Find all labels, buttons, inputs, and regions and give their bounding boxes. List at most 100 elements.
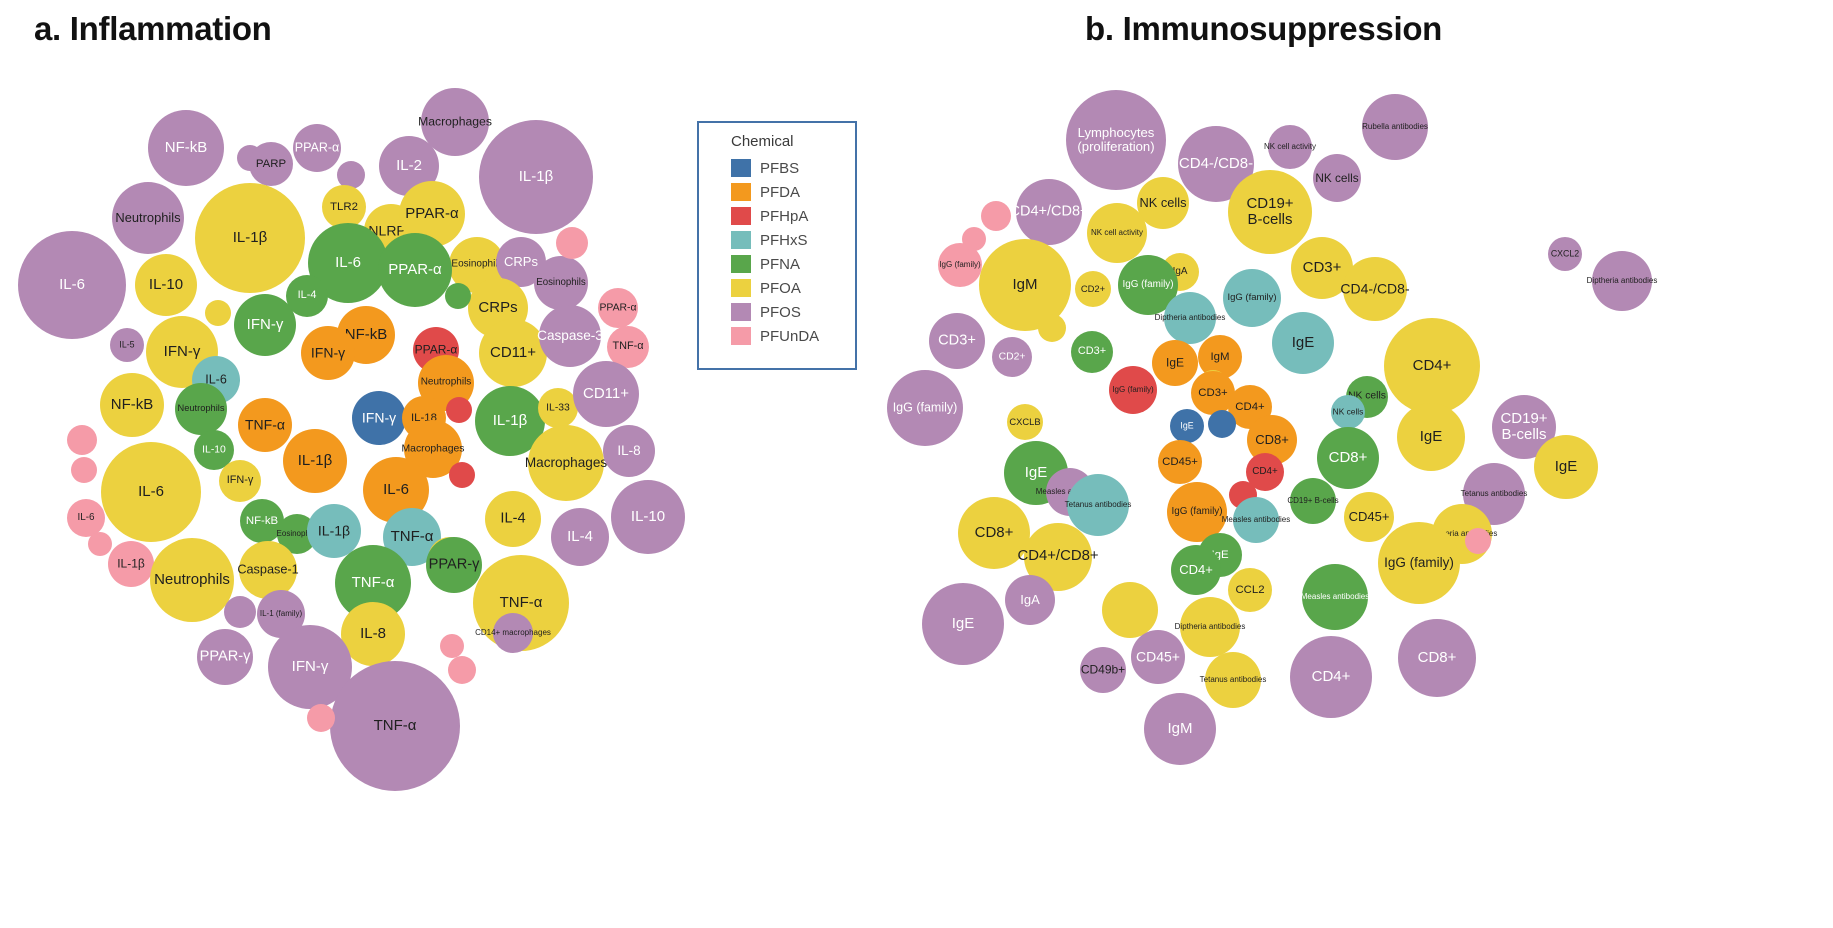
bubble [402, 396, 446, 440]
bubble-label: Tetanus antibodies [1460, 488, 1528, 498]
bubble-label: CD19+ B-cells [1246, 195, 1294, 228]
bubble-label: PPAR-α [388, 261, 442, 279]
panel-a-title: a. Inflammation [34, 10, 272, 47]
bubble-label: IL-33 [546, 402, 570, 414]
legend-item-pfoa[interactable]: PFOA [731, 276, 855, 300]
bubble [1492, 395, 1556, 459]
bubble-label: IgE [1024, 464, 1048, 482]
bubble-label: IgM [1167, 720, 1193, 738]
bubble-label: Neutrophils [115, 210, 181, 226]
bubble [195, 183, 305, 293]
bubble [1228, 568, 1272, 612]
bubble [148, 110, 224, 186]
bubble-label: CD4-/CD8- [1178, 155, 1254, 173]
bubble [337, 306, 395, 364]
bubble-label: IL-10 [148, 276, 184, 294]
bubble [551, 508, 609, 566]
bubble [938, 243, 982, 287]
bubble-label: IL-5 [119, 339, 135, 350]
bubble [1144, 693, 1216, 765]
bubble [962, 227, 986, 251]
bubble [399, 181, 465, 247]
bubble-label: NF-kB [110, 396, 154, 414]
bubble [1102, 582, 1158, 638]
legend-item-pfbs[interactable]: PFBS [731, 156, 855, 180]
bubble [364, 204, 418, 258]
bubble [18, 231, 126, 339]
bubble [192, 356, 240, 404]
bubble [238, 398, 292, 452]
bubble [1191, 371, 1235, 415]
bubble [1272, 312, 1334, 374]
bubble [448, 656, 476, 684]
bubble-label: IL-6 [335, 254, 361, 272]
legend-label: PFHpA [760, 207, 809, 225]
bubble [475, 386, 545, 456]
legend-item-pfhpa[interactable]: PFHpA [731, 204, 855, 228]
legend-label: PFHxS [760, 231, 808, 249]
bubble [240, 499, 284, 543]
bubble [71, 457, 97, 483]
bubble-label: CD8+ [1417, 649, 1457, 667]
bubble-label: TNF-α [245, 416, 285, 433]
legend-label: PFOS [760, 303, 801, 321]
bubble-label: Caspase-1 [237, 562, 299, 577]
bubble [611, 480, 685, 554]
bubble [1228, 385, 1272, 429]
bubble [1344, 492, 1394, 542]
bubble-label: IgG (family) [939, 259, 981, 269]
bubble [1038, 314, 1066, 342]
bubble-label: IgA [1172, 265, 1188, 277]
bubble-label: Neutrophils [420, 376, 472, 388]
bubble [378, 233, 452, 307]
bubble-label: Tetanus antibodies [1199, 674, 1267, 684]
bubble [135, 254, 197, 316]
bubble [1137, 177, 1189, 229]
bubble [573, 361, 639, 427]
bubble [100, 373, 164, 437]
legend-item-pfda[interactable]: PFDA [731, 180, 855, 204]
bubble [1161, 253, 1199, 291]
bubble [986, 282, 1014, 310]
bubble-label: IgE [1165, 355, 1185, 370]
bubble [473, 555, 569, 651]
legend-item-pfna[interactable]: PFNA [731, 252, 855, 276]
bubble-label: IgM [1012, 276, 1038, 294]
bubble [607, 326, 649, 368]
bubble-label: NF-kB [344, 326, 388, 344]
legend-label: PFBS [760, 159, 800, 177]
bubble [468, 278, 528, 338]
bubble [322, 185, 366, 229]
bubble-label: IL-8 [360, 625, 386, 643]
bubble-label: Caspase-3 [537, 327, 603, 343]
bubble-label: IL-6 [205, 372, 227, 387]
bubble [307, 704, 335, 732]
legend-item-pfhxs[interactable]: PFHxS [731, 228, 855, 252]
bubble-label: TNF-α [612, 340, 644, 353]
bubble-label: IL-1β [518, 168, 554, 186]
bubble-label: CD49b+ [1080, 662, 1126, 677]
bubble-label: IgE [1211, 548, 1229, 561]
legend-item-pfos[interactable]: PFOS [731, 300, 855, 324]
bubble [479, 319, 547, 387]
bubble [237, 145, 263, 171]
bubble [268, 625, 352, 709]
bubble [981, 201, 1011, 231]
bubble-label: CD11+ [583, 385, 629, 403]
legend-item-pfunda[interactable]: PFUnDA [731, 324, 855, 348]
bubble [538, 388, 578, 428]
bubble-label: IL-1β [492, 412, 528, 430]
bubble-label: Diptheria antibodies [1154, 312, 1226, 322]
bubble-label: IFN-γ [226, 474, 254, 487]
bubble-label: IgG (family) [1227, 291, 1277, 303]
bubble [449, 237, 505, 293]
bubble [1343, 257, 1407, 321]
bubble [1346, 376, 1388, 418]
bubble [922, 583, 1004, 665]
bubble-label: IL-6 [77, 511, 95, 523]
bubble-label: CD4+ [1235, 400, 1265, 413]
bubble [1067, 474, 1129, 536]
bubble [286, 275, 328, 317]
bubble [418, 355, 474, 411]
